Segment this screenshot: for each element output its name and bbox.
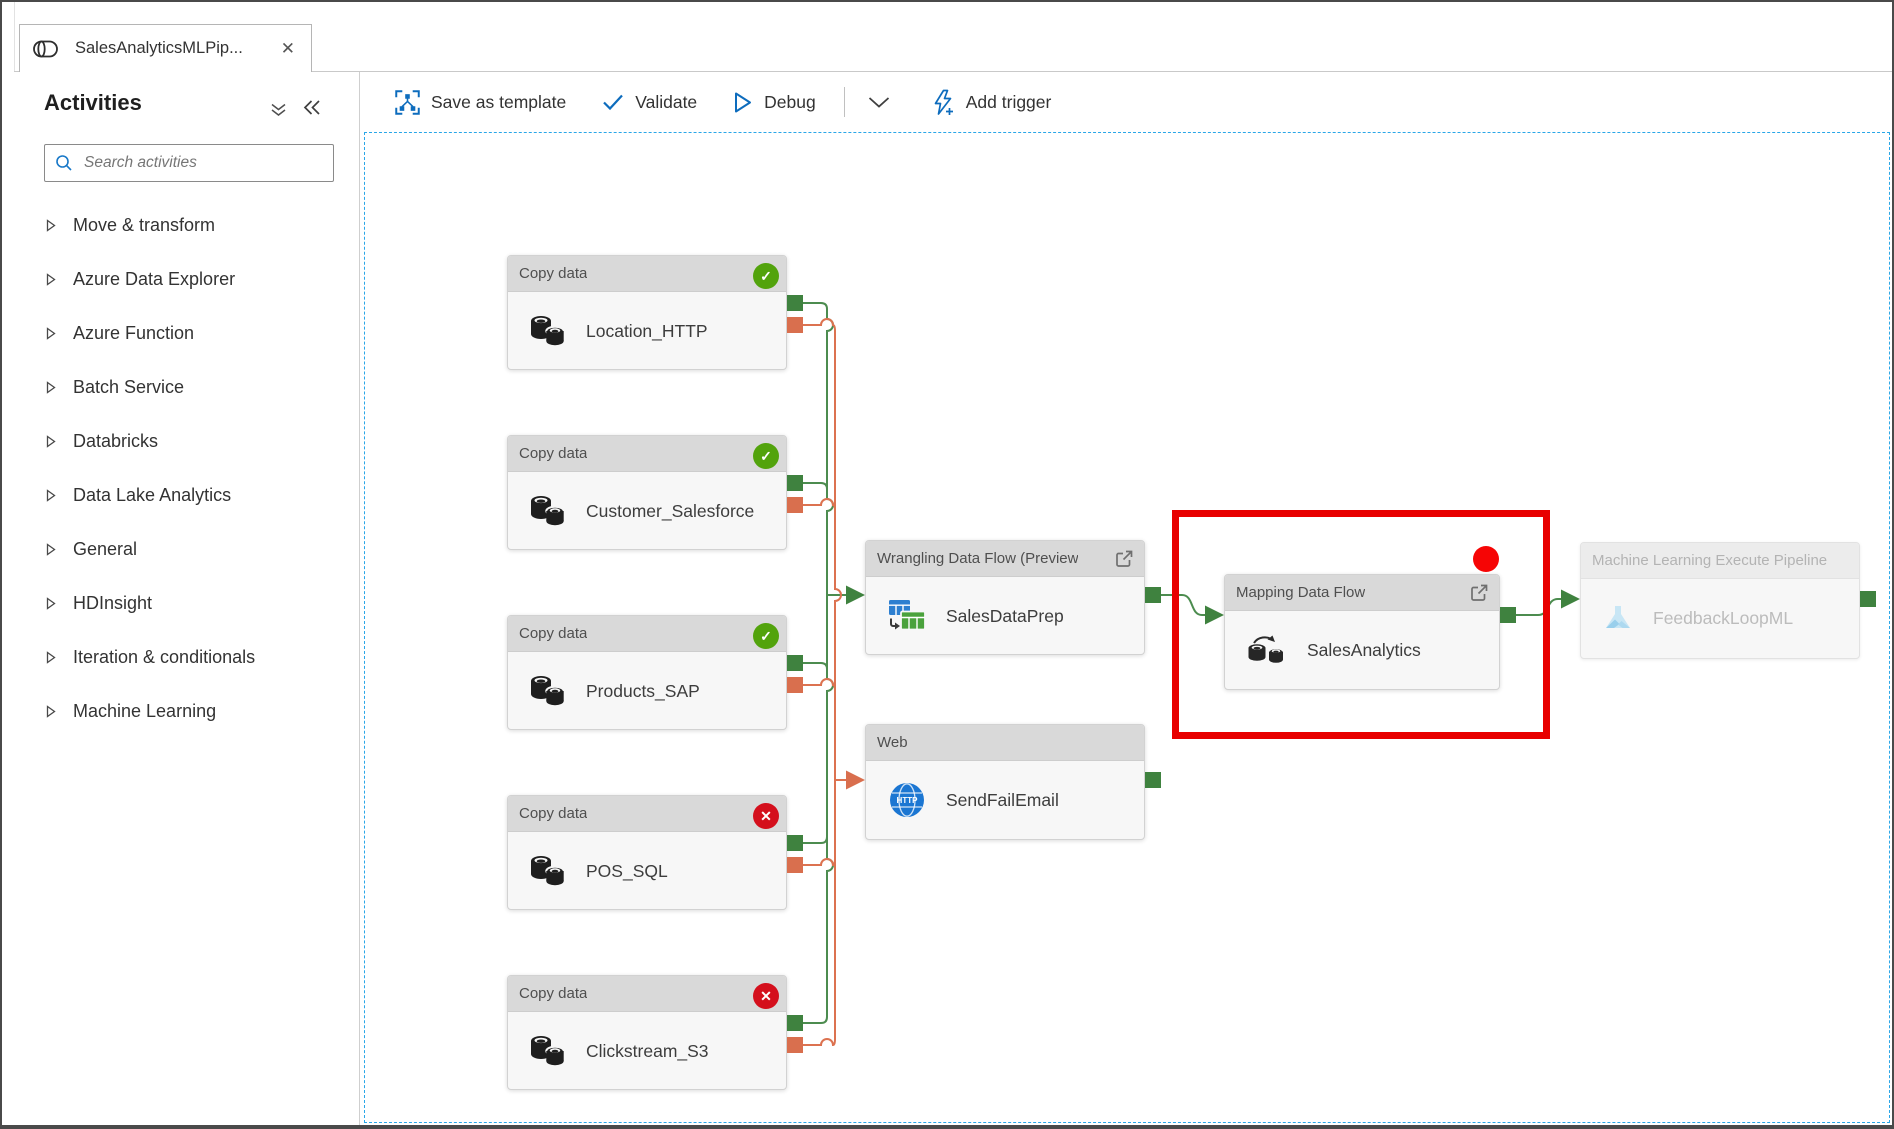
activity-node-location-http[interactable]: Copy data ✓ Location_HTTP — [507, 255, 787, 370]
tabbar-divider — [14, 71, 1892, 72]
node-type-label: Copy data — [519, 625, 588, 642]
web-http-icon: HTTP — [888, 781, 926, 819]
activity-node-clickstream-s3[interactable]: Copy data ✕ Clickstream_S3 — [507, 975, 787, 1090]
sidebar-item-label: Databricks — [73, 430, 159, 451]
copy-data-icon — [530, 495, 566, 527]
tab-close-icon[interactable]: ✕ — [280, 38, 295, 58]
sidebar-item-label: Iteration & conditionals — [73, 646, 256, 667]
status-badge: ✓ — [753, 623, 779, 649]
collapse-all-icon[interactable] — [270, 102, 287, 118]
add-trigger-label: Add trigger — [965, 91, 1052, 112]
sidebar-item-batch-service[interactable]: Batch Service — [14, 360, 359, 414]
activity-name: POS_SQL — [586, 860, 668, 881]
svg-text:HTTP: HTTP — [897, 796, 919, 805]
node-header: Copy data — [508, 256, 786, 292]
pipeline-canvas[interactable] — [364, 132, 1890, 1123]
activity-category-list: Move & transform Azure Data Explorer Azu… — [14, 198, 359, 738]
activity-node-feedbackloopml[interactable]: Machine Learning Execute Pipeline Feedba… — [1580, 542, 1860, 659]
sidebar-item-label: HDInsight — [73, 592, 153, 613]
activity-name: Customer_Salesforce — [586, 500, 755, 521]
activities-panel: Activities Move & transform Azure D — [14, 72, 360, 1125]
add-trigger-lightning-icon — [931, 89, 955, 116]
activity-node-pos-sql[interactable]: Copy data ✕ POS_SQL — [507, 795, 787, 910]
activity-name: SendFailEmail — [946, 789, 1059, 810]
wrangling-dataflow-icon — [888, 599, 926, 633]
validate-button[interactable]: Validate — [602, 92, 697, 113]
save-as-template-label: Save as template — [431, 91, 567, 112]
node-type-label: Copy data — [519, 265, 588, 282]
sidebar-item-label: Batch Service — [73, 376, 185, 397]
status-badge: ✓ — [753, 443, 779, 469]
save-as-template-icon — [395, 89, 420, 115]
sidebar-item-label: Data Lake Analytics — [73, 484, 232, 505]
activity-name: FeedbackLoopML — [1653, 607, 1794, 628]
sidebar-item-machine-learning[interactable]: Machine Learning — [14, 684, 359, 738]
status-badge: ✕ — [753, 803, 779, 829]
activity-name: SalesDataPrep — [946, 605, 1064, 626]
azure-ml-flask-icon — [1603, 604, 1633, 632]
node-type-label: Copy data — [519, 985, 588, 1002]
open-dataflow-icon[interactable] — [1468, 582, 1490, 604]
debug-button[interactable]: Debug — [733, 91, 816, 114]
open-dataflow-icon[interactable] — [1113, 548, 1135, 570]
pipeline-toolbar: Save as template Validate Debug — [361, 72, 1892, 132]
status-badge: ✕ — [753, 983, 779, 1009]
sidebar-item-label: Move & transform — [73, 214, 216, 235]
debug-play-icon — [733, 91, 753, 114]
toolbar-divider — [843, 87, 845, 117]
pipeline-icon — [32, 38, 62, 60]
sidebar-item-label: Azure Function — [73, 322, 195, 343]
mapping-dataflow-icon — [1247, 635, 1287, 666]
activity-node-products-sap[interactable]: Copy data ✓ Products_SAP — [507, 615, 787, 730]
sidebar-item-azure-function[interactable]: Azure Function — [14, 306, 359, 360]
activity-name: SalesAnalytics — [1307, 639, 1421, 660]
save-as-template-button[interactable]: Save as template — [395, 89, 567, 115]
search-icon — [55, 154, 73, 172]
validate-label: Validate — [635, 91, 698, 112]
sidebar-item-label: General — [73, 538, 138, 559]
debug-label: Debug — [764, 91, 816, 112]
sidebar-item-general[interactable]: General — [14, 522, 359, 576]
activity-node-customer-salesforce[interactable]: Copy data ✓ Customer_Salesforce — [507, 435, 787, 550]
sidebar-item-data-lake-analytics[interactable]: Data Lake Analytics — [14, 468, 359, 522]
debug-options-chevron-icon[interactable] — [867, 96, 891, 109]
activity-name: Location_HTTP — [586, 320, 708, 341]
node-type-label: Mapping Data Flow — [1236, 584, 1366, 601]
activity-node-salesanalytics[interactable]: Mapping Data Flow SalesAnalytics — [1224, 574, 1500, 690]
node-type-label: Copy data — [519, 445, 588, 462]
copy-data-icon — [530, 855, 566, 887]
node-type-label: Copy data — [519, 805, 588, 822]
activity-name: Products_SAP — [586, 680, 700, 701]
activity-name: Clickstream_S3 — [586, 1040, 709, 1061]
tab-sales-analytics-pipeline[interactable]: SalesAnalyticsMLPip... ✕ — [19, 24, 312, 72]
sidebar-item-label: Azure Data Explorer — [73, 268, 236, 289]
copy-data-icon — [530, 1035, 566, 1067]
sidebar-item-databricks[interactable]: Databricks — [14, 414, 359, 468]
search-activities-box — [44, 144, 334, 182]
sidebar-item-move-transform[interactable]: Move & transform — [14, 198, 359, 252]
sidebar-item-label: Machine Learning — [73, 700, 217, 721]
validate-check-icon — [602, 93, 624, 111]
search-activities-input[interactable] — [82, 153, 323, 173]
node-type-label: Wrangling Data Flow (Preview — [877, 550, 1079, 567]
sidebar-item-iteration-conditionals[interactable]: Iteration & conditionals — [14, 630, 359, 684]
collapse-panel-icon[interactable] — [302, 99, 322, 116]
sidebar-item-azure-data-explorer[interactable]: Azure Data Explorer — [14, 252, 359, 306]
add-trigger-button[interactable]: Add trigger — [931, 89, 1052, 116]
tab-title: SalesAnalyticsMLPip... — [75, 39, 243, 57]
activity-node-sendfailemail[interactable]: Web HTTP SendFailEmail — [865, 724, 1145, 840]
copy-data-icon — [530, 315, 566, 347]
node-type-label: Web — [877, 734, 908, 751]
copy-data-icon — [530, 675, 566, 707]
sidebar-item-hdinsight[interactable]: HDInsight — [14, 576, 359, 630]
activity-node-salesdataprep[interactable]: Wrangling Data Flow (Preview Sal — [865, 540, 1145, 655]
activities-title: Activities — [44, 90, 142, 115]
status-badge: ✓ — [753, 263, 779, 289]
node-type-label: Machine Learning Execute Pipeline — [1592, 552, 1828, 569]
